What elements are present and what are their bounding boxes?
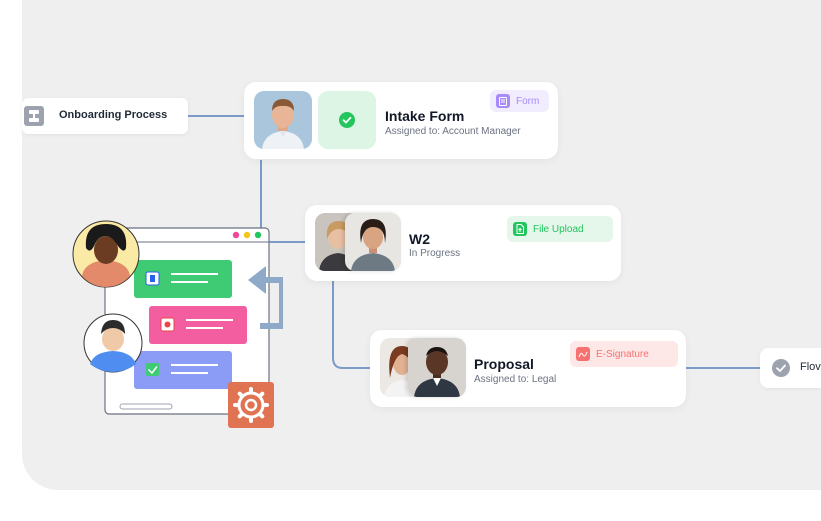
end-node-label: Flov xyxy=(800,361,821,373)
avatar-account-manager xyxy=(254,91,312,149)
file-upload-icon xyxy=(513,222,527,236)
step-assignee: Assigned to: Account Manager xyxy=(385,126,521,137)
e-signature-tag: E-Signature xyxy=(570,341,678,367)
step-status: In Progress xyxy=(409,248,461,259)
file-upload-tag: File Upload xyxy=(507,216,613,242)
avatar-legal-2 xyxy=(408,338,466,397)
tag-label: Form xyxy=(516,95,540,107)
form-tag: Form xyxy=(490,90,550,112)
flow-end-node[interactable]: Flov xyxy=(760,348,821,388)
avatar-reviewer-2 xyxy=(345,213,401,271)
workflow-illustration xyxy=(72,220,283,428)
form-icon xyxy=(496,94,510,108)
w2-card[interactable]: W2 In Progress File Upload xyxy=(305,205,621,281)
status-tile xyxy=(318,91,376,149)
check-circle-icon xyxy=(772,359,790,377)
step-title: Proposal xyxy=(474,356,534,372)
start-node-label: Onboarding Process xyxy=(59,109,168,121)
workflow-icon xyxy=(24,106,44,126)
gear-icon xyxy=(233,387,269,423)
check-circle-icon xyxy=(339,112,355,128)
tag-label: File Upload xyxy=(533,223,584,235)
intake-form-card[interactable]: Intake Form Assigned to: Account Manager… xyxy=(244,82,558,159)
step-title: Intake Form xyxy=(385,108,465,124)
onboarding-process-node[interactable]: Onboarding Process xyxy=(22,98,188,134)
step-title: W2 xyxy=(409,231,430,247)
tag-label: E-Signature xyxy=(596,348,649,360)
canvas-corner xyxy=(761,0,821,60)
proposal-card[interactable]: Proposal Assigned to: Legal E-Signature xyxy=(370,330,686,407)
signature-icon xyxy=(576,347,590,361)
step-assignee: Assigned to: Legal xyxy=(474,374,557,385)
